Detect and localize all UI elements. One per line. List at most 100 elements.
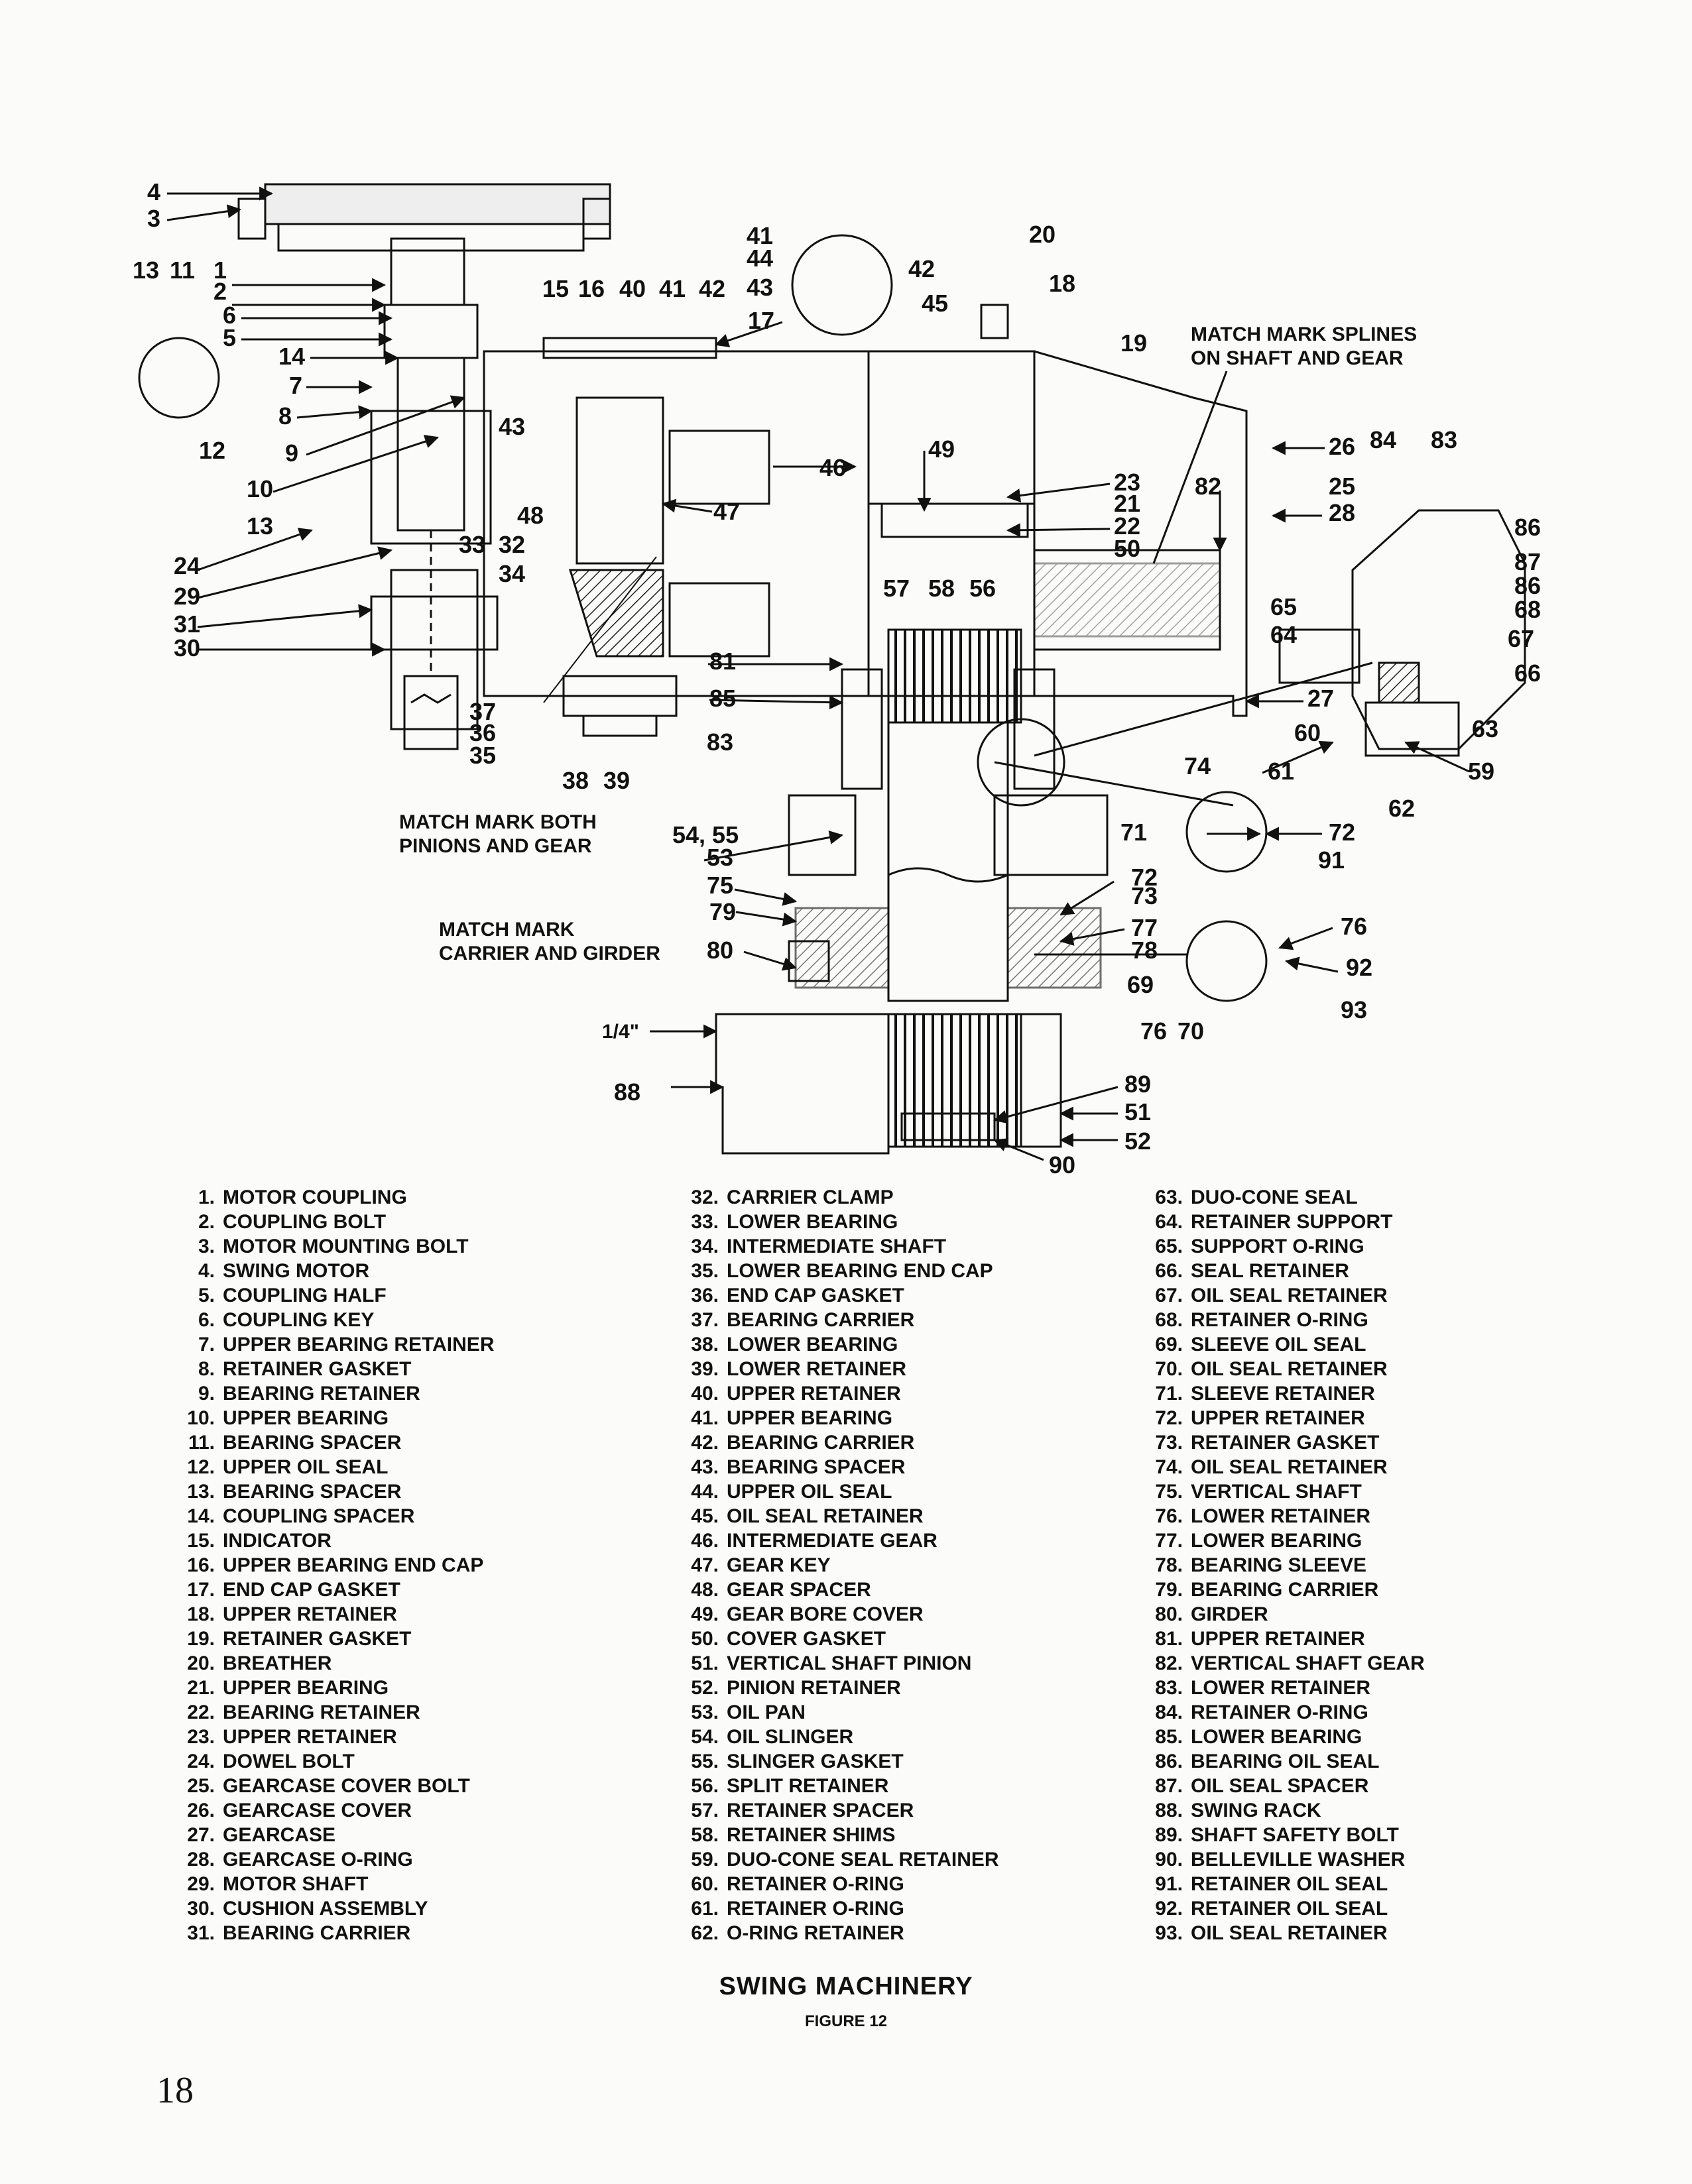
part-number: 39. <box>691 1358 719 1380</box>
parts-list-item: 11.BEARING SPACER <box>174 1430 625 1455</box>
parts-list-item: 59.DUO-CONE SEAL RETAINER <box>678 1847 1128 1872</box>
callout: 41 <box>659 275 686 302</box>
part-name: INTERMEDIATE GEAR <box>727 1530 937 1552</box>
part-number: 12. <box>187 1456 215 1478</box>
callout: 74 <box>1184 752 1211 779</box>
parts-list-item: 25.GEARCASE COVER BOLT <box>174 1774 625 1798</box>
page-number: 18 <box>156 2070 194 2111</box>
callout: 32 <box>499 531 525 558</box>
parts-list-item: 75.VERTICAL SHAFT <box>1142 1479 1593 1504</box>
part-number: 16. <box>187 1554 215 1576</box>
part-number: 58. <box>691 1824 719 1846</box>
part-number: 59. <box>691 1849 719 1870</box>
part-name: COVER GASKET <box>727 1628 886 1650</box>
part-number: 27. <box>187 1824 215 1846</box>
callout: 4 <box>147 178 160 205</box>
part-name: VERTICAL SHAFT PINION <box>727 1652 972 1674</box>
parts-list-item: 19.RETAINER GASKET <box>174 1627 625 1651</box>
part-number: 88. <box>1155 1800 1183 1821</box>
part-name: UPPER RETAINER <box>1191 1628 1365 1650</box>
part-name: BEARING CARRIER <box>1191 1579 1379 1601</box>
callout: 24 <box>174 552 200 579</box>
callout: 37 <box>469 698 496 725</box>
part-name: BREATHER <box>223 1652 332 1674</box>
part-number: 36. <box>691 1285 719 1306</box>
parts-list-item: 3.MOTOR MOUNTING BOLT <box>174 1234 625 1259</box>
parts-list-item: 82.VERTICAL SHAFT GEAR <box>1142 1651 1593 1676</box>
part-number: 77. <box>1155 1530 1183 1552</box>
parts-list-item: 45.OIL SEAL RETAINER <box>678 1504 1128 1528</box>
part-name: SEAL RETAINER <box>1191 1260 1349 1282</box>
parts-list-item: 77.LOWER BEARING <box>1142 1528 1593 1553</box>
part-number: 85. <box>1155 1726 1183 1748</box>
swing-machinery-diagram: 4 3 13 11 1 2 6 5 14 7 8 9 10 12 13 24 2… <box>133 178 1541 1178</box>
callout: 56 <box>969 575 996 602</box>
parts-list-item: 18.UPPER RETAINER <box>174 1602 625 1627</box>
part-name: COUPLING KEY <box>223 1309 375 1331</box>
part-name: GEARCASE O-RING <box>223 1849 413 1870</box>
parts-list-item: 23.UPPER RETAINER <box>174 1725 625 1749</box>
part-name: SLINGER GASKET <box>727 1751 904 1772</box>
part-name: GEAR KEY <box>727 1554 831 1576</box>
callout: 21 <box>1114 490 1140 517</box>
callout: 3 <box>147 205 160 232</box>
parts-list-item: 65.SUPPORT O-RING <box>1142 1234 1593 1259</box>
callout: 86 <box>1514 514 1541 541</box>
part-name: UPPER RETAINER <box>223 1726 397 1748</box>
part-number: 68. <box>1155 1309 1183 1331</box>
parts-list-item: 6.COUPLING KEY <box>174 1308 625 1332</box>
parts-list-item: 49.GEAR BORE COVER <box>678 1602 1128 1627</box>
callout: 48 <box>517 502 544 529</box>
parts-list-item: 86.BEARING OIL SEAL <box>1142 1749 1593 1774</box>
callout: 5 <box>223 324 236 351</box>
figure-title: SWING MACHINERY <box>719 1973 973 2000</box>
callout: 49 <box>928 435 955 463</box>
part-name: SWING MOTOR <box>223 1260 370 1282</box>
callout: 87 <box>1514 548 1541 575</box>
part-name: CARRIER CLAMP <box>727 1186 894 1208</box>
part-number: 38. <box>691 1334 719 1355</box>
part-number: 25. <box>187 1775 215 1797</box>
part-name: OIL SEAL RETAINER <box>727 1505 924 1527</box>
callout: 51 <box>1124 1098 1151 1125</box>
part-number: 10. <box>187 1407 215 1429</box>
part-name: GEAR SPACER <box>727 1579 871 1601</box>
part-name: UPPER BEARING <box>727 1407 893 1429</box>
part-name: RETAINER O-RING <box>727 1898 904 1920</box>
part-number: 21. <box>187 1677 215 1699</box>
part-number: 63. <box>1155 1186 1183 1208</box>
part-number: 18. <box>187 1603 215 1625</box>
part-number: 92. <box>1155 1898 1183 1920</box>
part-number: 84. <box>1155 1701 1183 1723</box>
parts-list-item: 33.LOWER BEARING <box>678 1210 1128 1234</box>
callout: 81 <box>709 648 736 675</box>
part-number: 37. <box>691 1309 719 1331</box>
parts-list-item: 26.GEARCASE COVER <box>174 1798 625 1823</box>
note-pinions-line1: MATCH MARK BOTH <box>399 811 597 833</box>
part-number: 51. <box>691 1652 719 1674</box>
part-name: UPPER RETAINER <box>727 1383 901 1405</box>
callout: 66 <box>1514 660 1541 687</box>
callout: 30 <box>174 634 200 661</box>
callout: 42 <box>908 255 935 282</box>
callout: 29 <box>174 583 200 610</box>
callout: 92 <box>1346 954 1372 981</box>
part-number: 35. <box>691 1260 719 1282</box>
callout: 15 <box>542 275 569 302</box>
parts-list-item: 55.SLINGER GASKET <box>678 1749 1128 1774</box>
parts-list-item: 44.UPPER OIL SEAL <box>678 1479 1128 1504</box>
part-number: 57. <box>691 1800 719 1821</box>
callout: 70 <box>1178 1017 1204 1045</box>
part-name: OIL PAN <box>727 1701 806 1723</box>
parts-list-item: 38.LOWER BEARING <box>678 1332 1128 1357</box>
callout: 73 <box>1131 882 1158 909</box>
parts-list-item: 81.UPPER RETAINER <box>1142 1627 1593 1651</box>
part-number: 90. <box>1155 1849 1183 1870</box>
callout: 8 <box>278 402 292 430</box>
parts-list-item: 10.UPPER BEARING <box>174 1406 625 1430</box>
part-name: BEARING SLEEVE <box>1191 1554 1367 1576</box>
parts-list-item: 17.END CAP GASKET <box>174 1578 625 1602</box>
callout: 86 <box>1514 572 1541 599</box>
part-name: BEARING SPACER <box>223 1432 402 1454</box>
